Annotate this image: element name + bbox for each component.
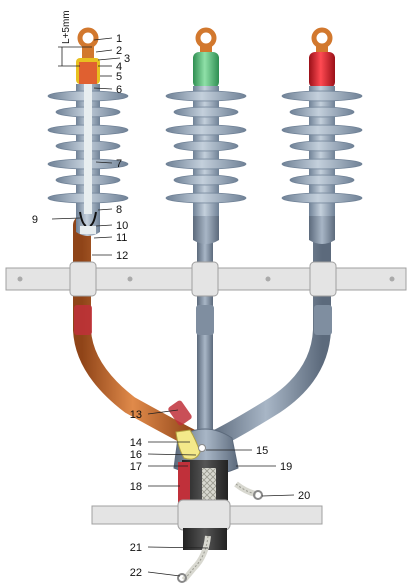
callout-12: 12 xyxy=(116,250,128,262)
callout-7: 7 xyxy=(116,158,122,170)
right-cable xyxy=(201,216,331,451)
insulator-shed xyxy=(281,158,363,170)
insulator-shed xyxy=(165,90,247,102)
callout-leader-2 xyxy=(95,49,113,53)
callout-22: 22 xyxy=(130,567,142,579)
right-termination xyxy=(309,27,335,244)
callout-leader-10 xyxy=(95,224,113,227)
callout-8: 8 xyxy=(116,204,122,216)
insulator-shed xyxy=(165,192,247,204)
left-stress-cone xyxy=(76,211,100,236)
insulator-shed xyxy=(173,174,239,186)
callout-13: 13 xyxy=(130,409,142,421)
callout-leader-6 xyxy=(93,87,113,90)
callout-leader-11 xyxy=(93,236,113,239)
middle-termination xyxy=(193,27,219,244)
callout-6: 6 xyxy=(116,84,122,96)
insulator-shed xyxy=(281,124,363,136)
insulator-shed xyxy=(165,158,247,170)
callout-leader-1 xyxy=(93,37,113,41)
callout-leader-7 xyxy=(95,161,113,164)
lower-mounting-clamp xyxy=(91,499,323,531)
insulator-shed xyxy=(289,174,355,186)
insulator-shed xyxy=(165,124,247,136)
insulator-shed xyxy=(289,140,355,152)
insulator-shed xyxy=(289,106,355,118)
callout-15: 15 xyxy=(256,445,268,457)
callout-10: 10 xyxy=(116,220,128,232)
callout-leader-22 xyxy=(147,571,181,577)
clamp-sleeves xyxy=(69,261,337,426)
callout-20: 20 xyxy=(298,490,310,502)
insulator-shed xyxy=(281,192,363,204)
dimension-label: L+5mm xyxy=(61,10,72,44)
earth-leads xyxy=(177,481,263,583)
callout-14: 14 xyxy=(130,437,142,449)
callout-9: 9 xyxy=(32,214,38,226)
callout-leader-13 xyxy=(147,409,179,415)
callout-4: 4 xyxy=(116,61,122,73)
insulator-sheds xyxy=(47,84,363,214)
callout-19: 19 xyxy=(280,461,292,473)
insulator-shed xyxy=(281,90,363,102)
insulator-shed xyxy=(173,140,239,152)
callout-17: 17 xyxy=(130,461,142,473)
callout-leader-8 xyxy=(97,208,113,211)
callout-3: 3 xyxy=(124,53,130,65)
callout-leader-9 xyxy=(51,217,81,220)
insulator-shed xyxy=(173,106,239,118)
callout-leader-16 xyxy=(147,453,197,456)
dimension-marker: L+5mm xyxy=(58,10,92,67)
callout-18: 18 xyxy=(130,481,142,493)
callout-leader-3 xyxy=(97,57,121,61)
callout-leader-21 xyxy=(147,546,209,549)
callout-21: 21 xyxy=(130,542,142,554)
callout-16: 16 xyxy=(130,449,142,461)
callout-2: 2 xyxy=(116,45,122,57)
callout-leader-20 xyxy=(261,494,295,497)
callout-5: 5 xyxy=(116,71,122,83)
left-core-insulation xyxy=(84,84,92,214)
callout-1: 1 xyxy=(116,33,122,45)
callout-11: 11 xyxy=(116,232,127,244)
